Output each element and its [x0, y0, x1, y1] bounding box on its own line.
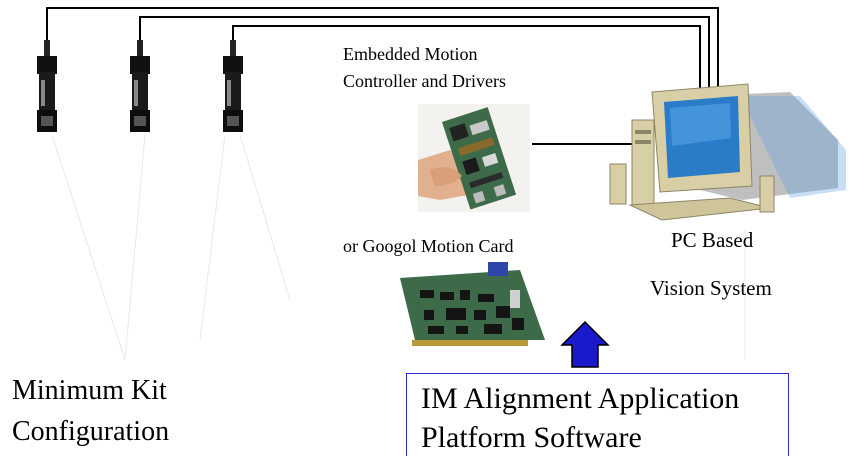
kit-label-line2: Configuration: [12, 416, 170, 447]
software-box: IM Alignment Application Platform Softwa…: [406, 373, 789, 456]
kit-label-line1: Minimum Kit: [12, 375, 167, 406]
motion-card-photo: [400, 262, 545, 346]
pc-label-line2: Vision System: [650, 276, 772, 300]
software-line1: IM Alignment Application: [421, 382, 740, 415]
camera-3: [223, 40, 243, 132]
controller-board-photo: [418, 104, 530, 212]
camera-1: [37, 40, 57, 132]
up-arrow-icon: [560, 320, 610, 368]
controller-title-line1: Embedded Motion: [343, 44, 478, 64]
pc-computer-icon: [609, 83, 846, 221]
camera-cables: [46, 7, 719, 96]
motion-card-label: or Googol Motion Card: [343, 236, 514, 256]
camera-fov-lines: [51, 134, 746, 361]
software-line2: Platform Software: [421, 421, 642, 454]
camera-2: [130, 40, 150, 132]
pc-label-line1: PC Based: [671, 228, 754, 252]
controller-title-line2: Controller and Drivers: [343, 71, 506, 91]
